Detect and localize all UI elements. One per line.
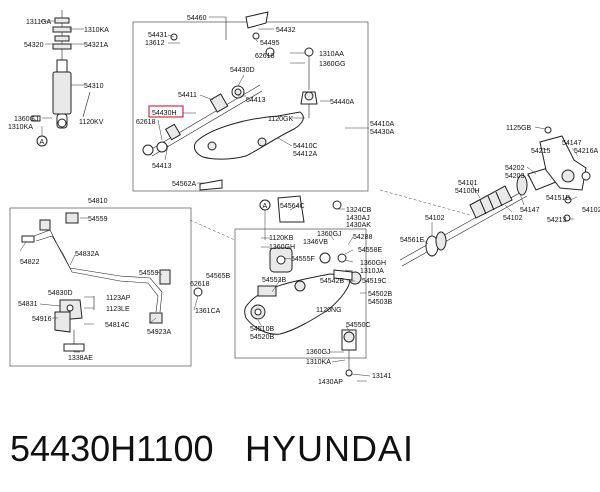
label-54151B: 54151B [546,195,570,202]
label-54213: 54213 [547,217,567,224]
label-1338AE: 1338AE [68,355,93,362]
label-54102: 54102 [425,215,445,222]
label-1430AP: 1430AP [318,379,343,386]
label-54562A: 54562A [172,181,196,188]
label-1360GJ: 1360GJ [14,116,39,123]
label-54832A: 54832A [75,251,99,258]
label-54413: 54413 [152,163,172,170]
label-1310KA: 1310KA [8,124,33,131]
label-A: A [40,139,45,146]
label-1310AA: 1310AA [319,51,344,58]
label-54495: 54495 [260,40,280,47]
label-54502B: 54502B [368,291,392,298]
label-1120GK: 1120GK [268,116,293,123]
label-54215: 54215 [531,148,551,155]
label-54430D: 54430D [230,67,255,74]
label-1310JA: 1310JA [360,268,384,275]
label-54564C: 54564C [280,203,305,210]
label-54410A: 54410A [370,121,394,128]
label-54542B: 54542B [320,278,344,285]
label-62618: 62618 [255,53,275,60]
label-54288: 54288 [353,234,373,241]
label-54814C: 54814C [105,322,130,329]
highlight-box [148,105,184,118]
label-1125GB: 1125GB [506,125,531,132]
label-1120KV: 1120KV [79,119,104,126]
leader-lines [19,16,579,382]
label-54432: 54432 [276,27,296,34]
label-54510B: 54510B [250,326,274,333]
shock-absorber-group [31,10,91,147]
label-54413: 54413 [246,97,266,104]
parts-diagram: 1311GA 1310KA 54320 54321A 54310 1360GJ … [8,10,600,386]
label-54320: 54320 [24,42,44,49]
label-54321A: 54321A [84,42,108,49]
label-54559: 54559 [139,270,159,277]
part-labels: 1311GA 1310KA 54320 54321A 54310 1360GJ … [8,15,600,386]
label-54810: 54810 [88,198,108,205]
label-54203: 54203 [505,173,525,180]
label-1311GA: 1311GA [26,19,51,26]
label-13612: 13612 [145,40,165,47]
label-54102: 54102 [503,215,523,222]
label-54503B: 54503B [368,299,392,306]
label-54559: 54559 [88,216,108,223]
label-54430A: 54430A [370,129,394,136]
label-1360GH: 1360GH [269,244,295,251]
label-1310KA: 1310KA [306,359,331,366]
label-1120KB: 1120KB [269,235,294,242]
label-1324CB: 1324CB [346,207,372,214]
label-54460: 54460 [187,15,207,22]
label-54822: 54822 [20,259,40,266]
label-A: A [263,203,268,210]
label-54430H: 54430H [152,110,177,117]
label-54102: 54102 [582,207,600,214]
label-1123AP: 1123AP [106,295,131,302]
label-1361CA: 1361CA [195,308,221,315]
lower-arm-frame [234,228,367,359]
label-54101: 54101 [458,180,478,187]
label-54310: 54310 [84,83,104,90]
label-1310KA: 1310KA [84,27,109,34]
label-1430AJ: 1430AJ [346,215,370,222]
label-1360GG: 1360GG [319,61,345,68]
label-54520B: 54520B [250,334,274,341]
label-54100H: 54100H [455,188,480,195]
label-54561E: 54561E [400,237,424,244]
label-54216A: 54216A [574,148,598,155]
label-54830D: 54830D [48,290,73,297]
label-54147: 54147 [520,207,540,214]
brand-name: HYUNDAI [245,428,415,469]
label-1123LE: 1123LE [106,306,130,313]
label-54558E: 54558E [358,247,382,254]
label-54550C: 54550C [346,322,371,329]
label-54916: 54916 [32,316,52,323]
stabilizer-group [21,212,203,352]
label-1430AK: 1430AK [346,222,371,229]
label-54565B: 54565B [206,273,230,280]
label-1360GJ: 1360GJ [317,231,342,238]
label-54147: 54147 [562,140,582,147]
label-54440A: 54440A [330,99,354,106]
stabilizer-frame [9,207,192,367]
label-1120NG: 1120NG [316,307,342,314]
label-13141: 13141 [372,373,392,380]
label-54555F: 54555F [291,256,315,263]
part-number-title: 54430H1100 [10,428,214,469]
label-54831: 54831 [18,301,38,308]
label-62618: 62618 [136,119,156,126]
label-54553B: 54553B [262,277,286,284]
label-54410C: 54410C [293,143,318,150]
label-1360GJ: 1360GJ [306,349,331,356]
label-54431: 54431 [148,32,168,39]
label-54412A: 54412A [293,151,317,158]
label-1360GH: 1360GH [360,260,386,267]
label-1346VB: 1346VB [303,239,328,246]
lower-arm-group [189,195,362,377]
label-54519C: 54519C [362,278,387,285]
label-54202: 54202 [505,165,525,172]
label-54411: 54411 [178,92,197,99]
label-54923A: 54923A [147,329,171,336]
label-62618: 62618 [190,281,210,288]
